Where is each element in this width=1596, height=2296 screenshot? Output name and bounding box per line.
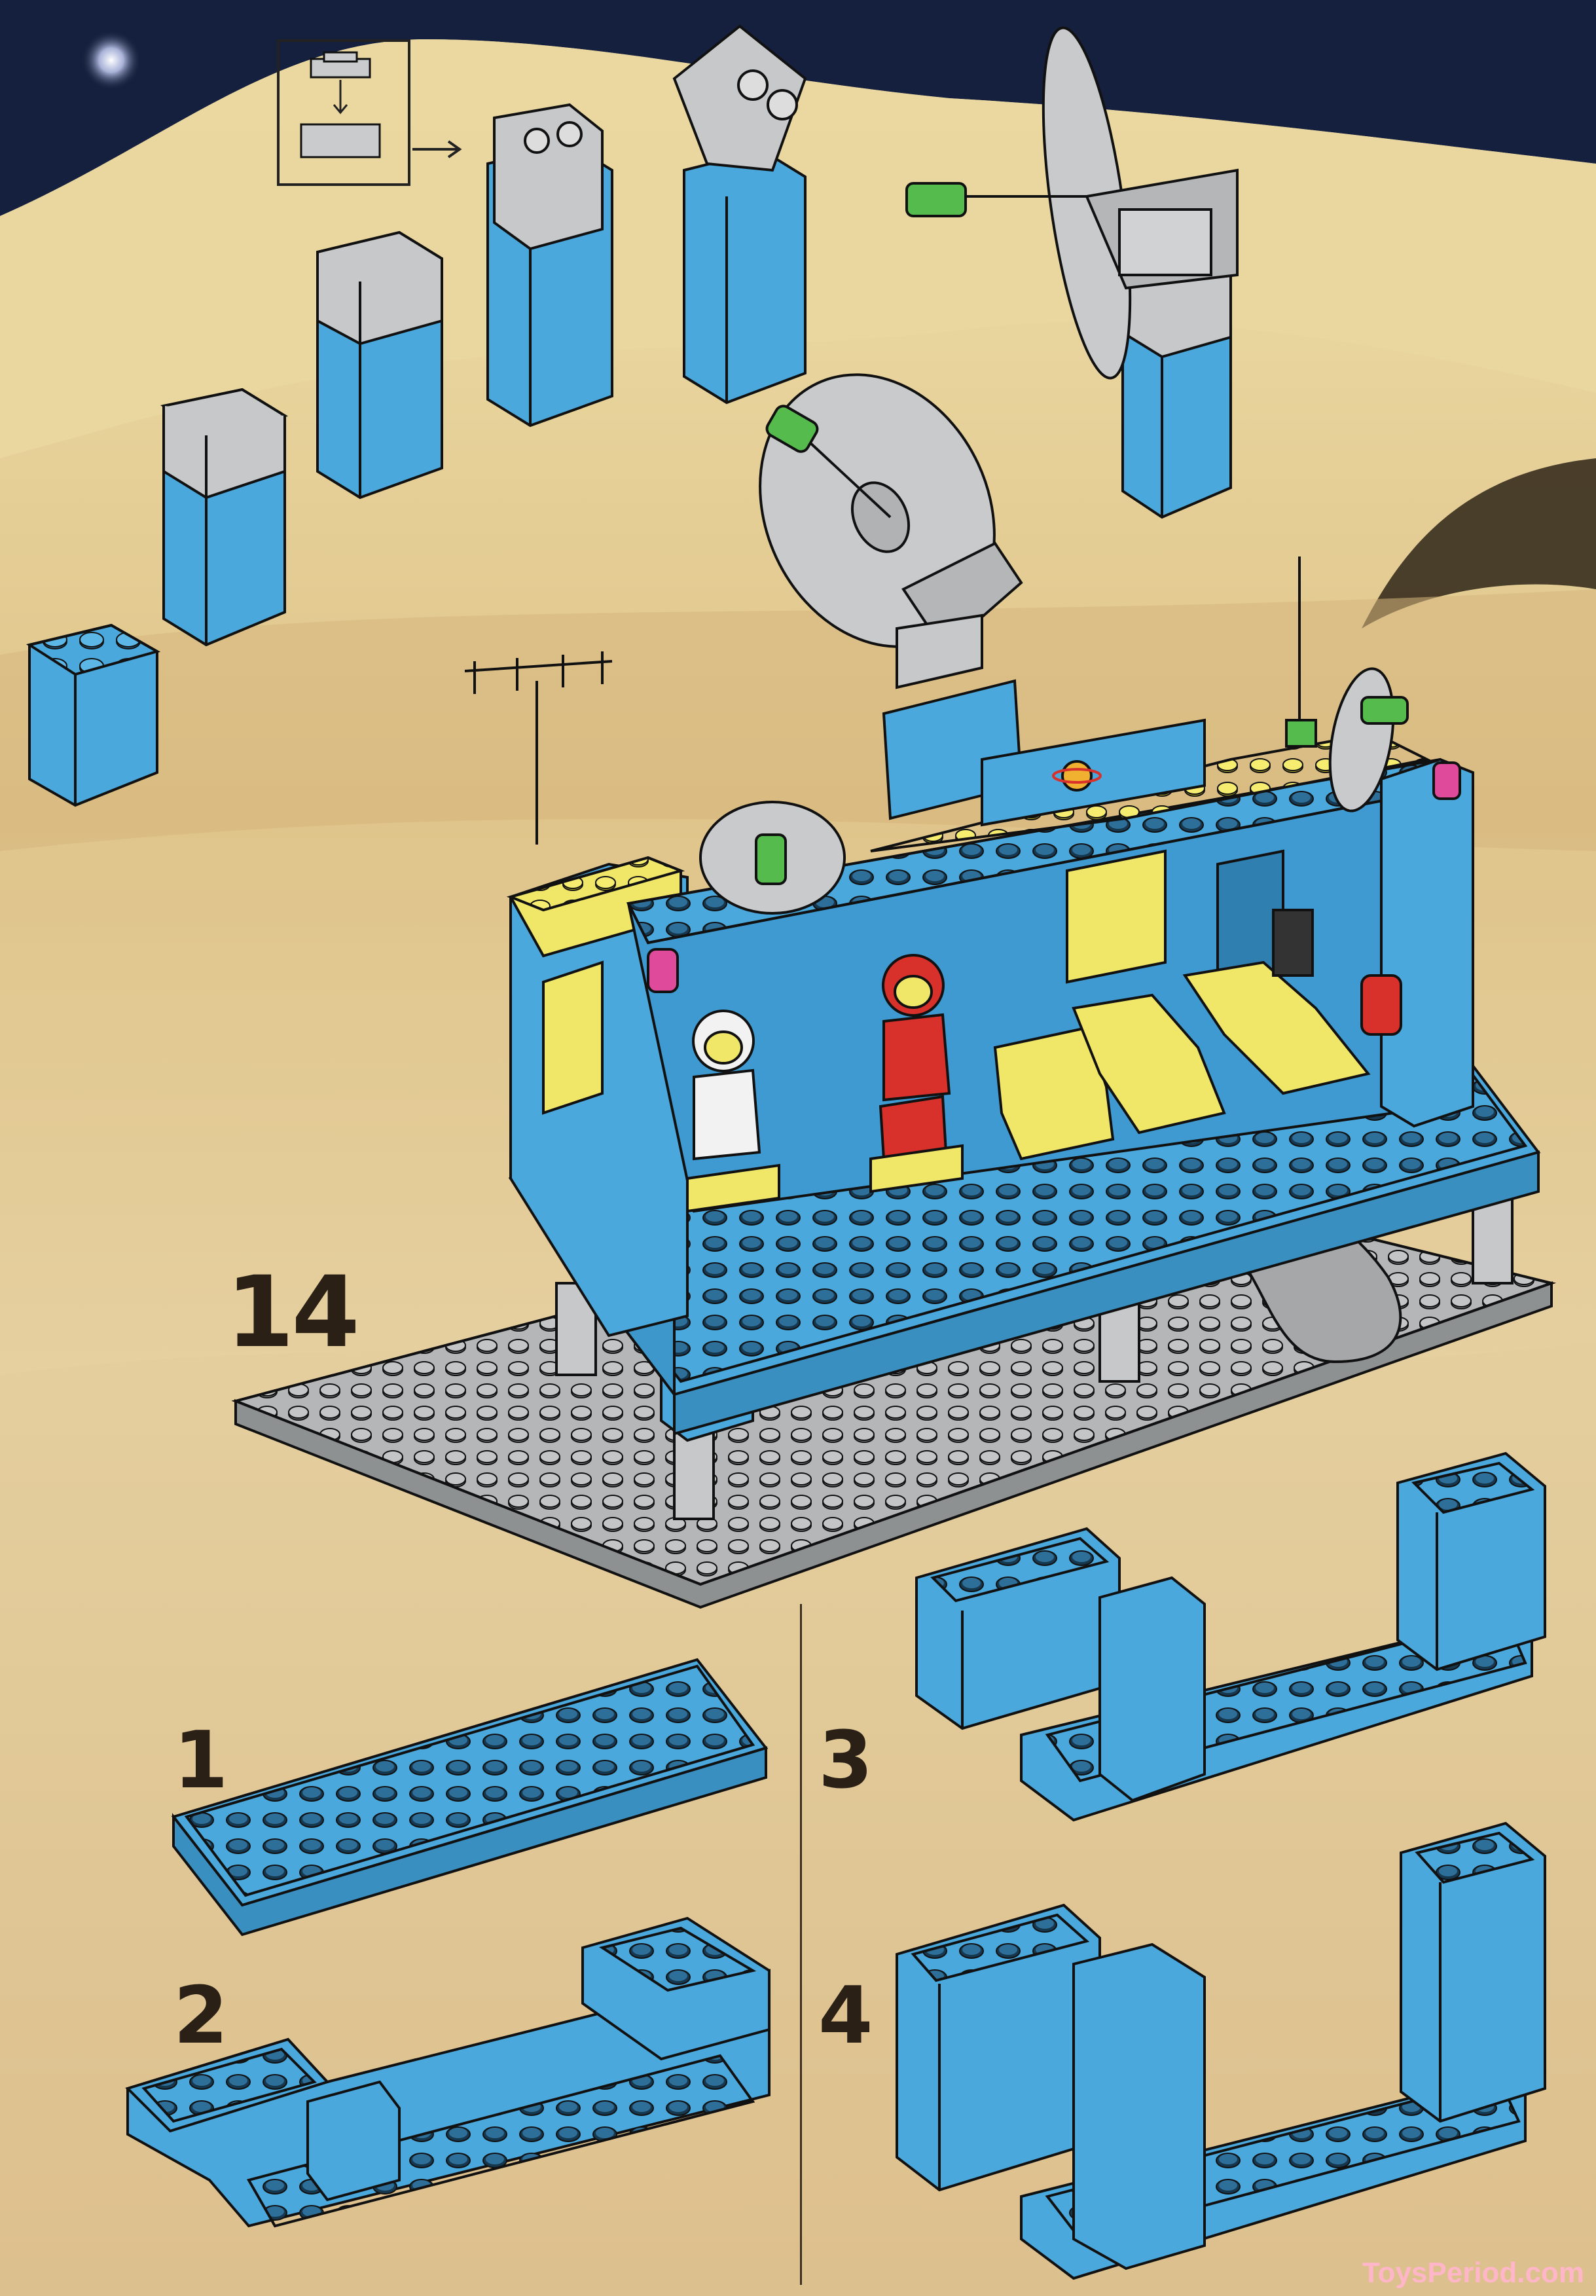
arrow-down-icon [333, 80, 348, 115]
minifigure-icon [869, 954, 964, 1194]
step-1-illustration [171, 1658, 769, 1937]
step-2-illustration [125, 1916, 771, 2228]
satellite-dish-icon [699, 801, 846, 915]
step-number-3: 3 [818, 1715, 873, 1806]
watermark: ToysPeriod.com [1362, 2257, 1584, 2289]
antenna-pillars [26, 24, 1232, 807]
star-icon [81, 30, 141, 90]
satellite-dish-icon [905, 26, 1239, 380]
arrow-right-icon [412, 140, 462, 158]
satellite-dish-icon [759, 373, 1023, 689]
satellite-dish-icon [1328, 667, 1409, 812]
step-4-illustration [896, 1821, 1546, 2280]
step-3-illustration [915, 1451, 1546, 1822]
step-number-1: 1 [173, 1715, 228, 1806]
space-station-model [231, 556, 1556, 1609]
step-number-4: 4 [818, 1971, 873, 2062]
step-number-14: 14 [226, 1256, 360, 1370]
step-divider [800, 1604, 802, 2285]
antenna-icon [464, 556, 1317, 845]
step-number-2: 2 [173, 1971, 228, 2062]
space-logo-icon [1052, 760, 1102, 792]
minifigure-icon [686, 1010, 780, 1213]
sub-assembly-inset [277, 39, 462, 186]
